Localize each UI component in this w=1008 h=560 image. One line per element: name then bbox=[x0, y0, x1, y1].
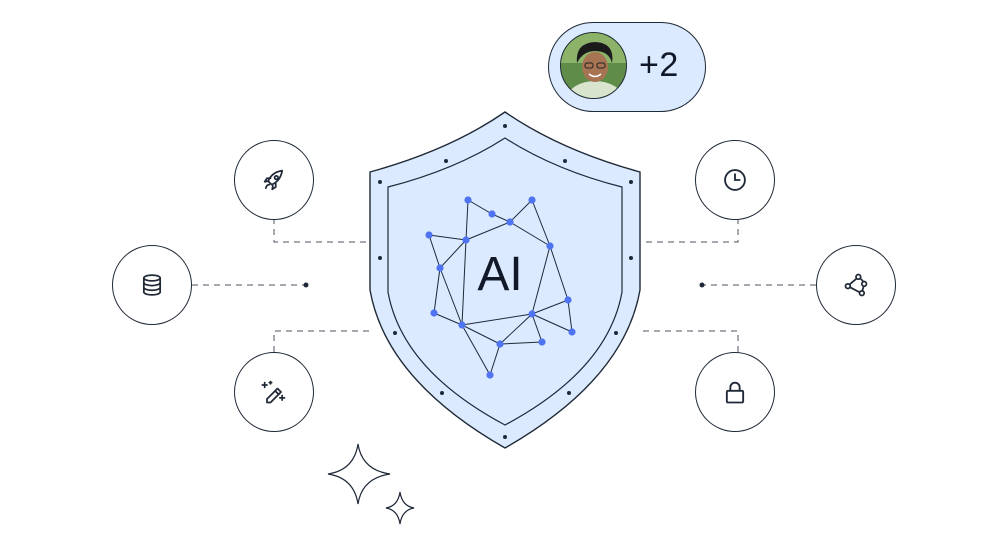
rocket-icon bbox=[263, 169, 284, 191]
extra-collaborators-count: +2 bbox=[639, 46, 679, 84]
lock-node[interactable] bbox=[695, 352, 775, 432]
database-node[interactable] bbox=[112, 245, 192, 325]
avatar bbox=[560, 32, 627, 99]
connector-rocket bbox=[273, 218, 370, 243]
database-icon bbox=[142, 274, 162, 296]
lock-icon bbox=[725, 381, 745, 404]
connector-clock bbox=[642, 218, 739, 243]
graph-nodes-icon bbox=[844, 273, 868, 297]
network-graph bbox=[425, 196, 576, 379]
rocket-node[interactable] bbox=[234, 140, 314, 220]
graph-node[interactable] bbox=[816, 245, 896, 325]
sparkle-icon bbox=[327, 443, 415, 525]
magic-wand-icon bbox=[261, 380, 286, 404]
connectors bbox=[192, 218, 816, 352]
clock-node[interactable] bbox=[695, 140, 775, 220]
clock-icon bbox=[724, 169, 746, 191]
shield-rivets bbox=[378, 124, 633, 439]
connector-wand bbox=[273, 330, 370, 352]
magic-wand-node[interactable] bbox=[234, 352, 314, 432]
shield bbox=[369, 111, 641, 449]
shield-ai-label: AI bbox=[477, 248, 523, 301]
collaborators-badge[interactable]: +2 bbox=[548, 22, 706, 112]
connector-lock bbox=[638, 330, 739, 352]
